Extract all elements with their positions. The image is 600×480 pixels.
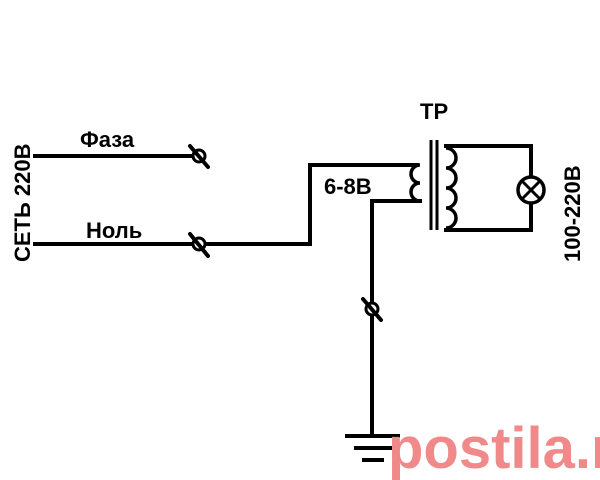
neutral-to-primary-wire xyxy=(308,163,419,246)
secondary-voltage-label: 100-220В xyxy=(560,165,585,262)
neutral-terminal-icon xyxy=(188,232,210,258)
transformer-icon xyxy=(370,140,458,230)
secondary-top-wire xyxy=(444,144,533,178)
mains-label: СЕТЬ 220В xyxy=(10,143,35,262)
phase-label: Фаза xyxy=(80,127,135,152)
ground-icon xyxy=(345,434,400,462)
watermark: postila.ru xyxy=(388,416,600,480)
transformer-label: ТР xyxy=(420,99,448,124)
phase-terminal-icon xyxy=(188,144,210,169)
lamp-icon xyxy=(516,175,546,205)
secondary-bottom-wire xyxy=(444,202,533,232)
ground-terminal-icon xyxy=(361,297,383,322)
neutral-label: Ноль xyxy=(86,218,142,243)
primary-voltage-label: 6-8В xyxy=(324,174,372,199)
